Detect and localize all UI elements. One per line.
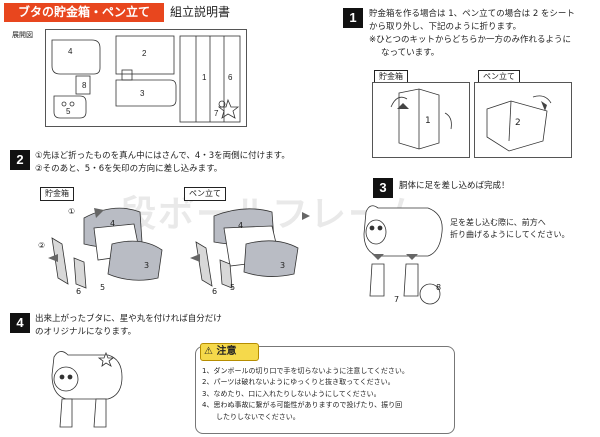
dev-part-8: 8 — [82, 81, 87, 90]
step-1-part-2: 2 — [515, 118, 521, 128]
development-diagram: 4 2 1 8 3 5 6 7 — [45, 29, 247, 127]
step-1-line-1: 貯金箱を作る場合は 1、ペン立ての場合は 2 をシート — [369, 9, 575, 19]
caution-item-5: したりしないでください。 — [202, 412, 300, 421]
step-2-label-bank: 貯金箱 — [40, 187, 74, 201]
step-2-line-1: ①先ほど折ったものを真ん中にはさんで、4・3を両側に付けます。 — [35, 151, 290, 161]
step-1-bank-svg: 1 — [390, 88, 452, 150]
step-2-penstand-figure: 4 3 5 6 — [184, 198, 324, 296]
step-2-penstand-svg: 4 3 5 6 — [190, 208, 310, 296]
step-3-note: 足を差し込む際に、前方へ 折り曲げるようにしてください。 — [450, 217, 598, 241]
step-2-bank-callout-2: ② — [38, 241, 45, 250]
caution-list: 1、ダンボールの切り口で手を切らないように注意してください。 2、パーツは破れな… — [202, 366, 450, 423]
caution-item-3: 3、なめたり、口に入れたりしないようにしてください。 — [202, 389, 381, 398]
step-1-text: 貯金箱を作る場合は 1、ペン立ての場合は 2 をシート から取り外し、下記のよう… — [369, 8, 597, 60]
step-2-bank-part-4: 4 — [110, 219, 115, 228]
step-2-pen-part-6: 6 — [212, 287, 217, 296]
step-3-part-7: 7 — [394, 295, 399, 304]
step-1-line-2: から取り外し、下記のように折ります。 — [369, 22, 522, 32]
step-1-part-1: 1 — [425, 116, 431, 126]
step-3-badge: 3 — [373, 178, 393, 198]
step-4-line-2: のオリジナルになります。 — [35, 327, 137, 337]
step-1-penstand-figure: 2 — [474, 82, 572, 158]
development-label: 展開図 — [12, 31, 33, 39]
step-3-note-line-1: 足を差し込む際に、前方へ — [450, 218, 546, 227]
step-1-line-3: ※ひとつのキットからどちらか一方のみ作れるように — [369, 35, 572, 45]
step-3-line-1: 胴体に足を差し込めば完成！ — [399, 181, 510, 191]
step-4-figure — [40, 343, 130, 433]
step-1-penstand-svg: 2 — [486, 95, 552, 152]
dev-part-3: 3 — [140, 89, 145, 98]
step-2-bank-svg: ① ② 4 3 5 6 — [38, 207, 163, 296]
step-3-note-line-2: 折り曲げるようにしてください。 — [450, 230, 570, 239]
step-2-bank-figure: ① ② 4 3 5 6 — [34, 198, 174, 296]
step-2-badge: 2 — [10, 150, 30, 170]
step-2-pen-part-5: 5 — [230, 283, 235, 292]
dev-part-4: 4 — [68, 47, 73, 56]
warning-icon: ⚠ — [204, 346, 213, 357]
caution-title: 注意 — [216, 346, 237, 357]
step-2-line-2: ②そのあと、5・6を矢印の方向に差し込みます。 — [35, 164, 223, 174]
step-2-text: ①先ほど折ったものを真ん中にはさんで、4・3を両側に付けます。 ②そのあと、5・… — [35, 150, 355, 176]
step-2-bank-part-5: 5 — [100, 283, 105, 292]
page-title: ブタの貯金箱・ペン立て — [4, 3, 164, 22]
caution-item-4: 4、思わぬ事故に繋がる可能性がありますので投げたり、振り回 — [202, 401, 403, 410]
step-3-figure: 7 8 — [352, 198, 452, 310]
step-2-pen-part-3: 3 — [280, 261, 285, 270]
step-4-line-1: 出来上がったブタに、星や丸を付ければ自分だけ — [35, 314, 222, 324]
step-4-badge: 4 — [10, 313, 30, 333]
dev-part-2: 2 — [142, 49, 147, 58]
step-2-bank-callout-1: ① — [68, 207, 75, 216]
caution-heading: ⚠ 注意 — [200, 343, 259, 361]
dev-part-5: 5 — [66, 107, 71, 116]
step-1-line-4: なっています。 — [381, 48, 440, 58]
step-3-part-8: 8 — [436, 283, 441, 292]
caution-item-1: 1、ダンボールの切り口で手を切らないように注意してください。 — [202, 367, 409, 375]
development-diagram-svg: 4 2 1 8 3 5 6 7 — [51, 35, 241, 123]
step-2-bank-part-3: 3 — [144, 261, 149, 270]
step-1-badge: 1 — [343, 8, 363, 28]
step-3-svg: 7 8 — [363, 205, 443, 305]
step-2-pen-part-4: 4 — [238, 221, 243, 230]
step-2-bank-part-6: 6 — [76, 287, 81, 296]
dev-part-6: 6 — [228, 73, 233, 82]
caution-item-2: 2、パーツは破れないようにゆっくりと抜き取ってください。 — [202, 378, 395, 387]
dev-part-7: 7 — [214, 109, 219, 118]
page-subtitle: 組立説明書 — [170, 5, 231, 19]
dev-part-1: 1 — [202, 73, 207, 82]
step-2-label-penstand: ペン立て — [184, 187, 226, 201]
step-1-bank-figure: 1 — [372, 82, 470, 158]
step-4-svg — [51, 351, 123, 428]
step-4-text: 出来上がったブタに、星や丸を付ければ自分だけ のオリジナルになります。 — [35, 313, 265, 339]
